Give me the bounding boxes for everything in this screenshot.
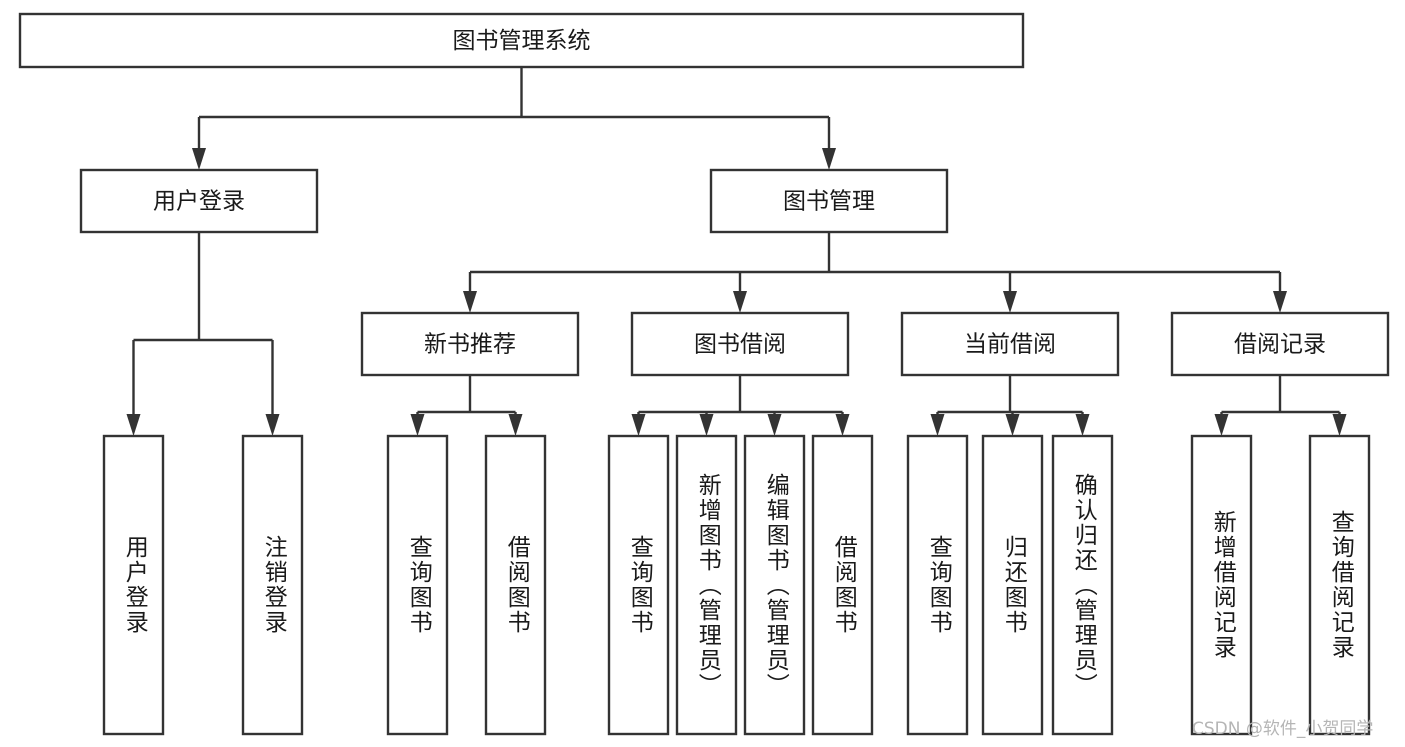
arrowhead-leaf-confirm-return: [1075, 414, 1090, 436]
arrowhead-leaf-query-book-2: [631, 414, 646, 436]
arrowhead-new-book-recommend: [463, 291, 477, 313]
node-label-borrow-records: 借阅记录: [1234, 332, 1326, 358]
arrowhead-leaf-borrow-book-2: [835, 414, 850, 436]
node-leaf-return-book[interactable]: [981, 434, 1044, 736]
node-label-new-book-recommend: 新书推荐: [424, 332, 516, 358]
arrowhead-book-management: [822, 148, 836, 170]
node-leaf-borrow-book-2[interactable]: [811, 434, 874, 736]
node-borrow-records[interactable]: [1170, 311, 1390, 377]
arrowhead-leaf-user-login: [126, 414, 141, 436]
node-label-book-borrow: 图书借阅: [694, 332, 786, 358]
arrowhead-book-borrow: [733, 291, 747, 313]
node-label-book-management: 图书管理: [783, 189, 875, 215]
node-book-borrow[interactable]: [630, 311, 850, 377]
arrowhead-leaf-query-borrow-record: [1332, 414, 1347, 436]
arrowhead-leaf-query-book-3: [930, 414, 945, 436]
node-leaf-edit-book[interactable]: [743, 434, 806, 736]
node-leaf-confirm-return[interactable]: [1051, 434, 1114, 736]
node-leaf-query-book-3[interactable]: [906, 434, 969, 736]
node-leaf-logout[interactable]: [241, 434, 304, 736]
node-leaf-add-borrow-record[interactable]: [1190, 434, 1253, 736]
node-label-current-borrow: 当前借阅: [964, 332, 1056, 358]
node-box-layer: [18, 12, 1390, 736]
node-leaf-query-book-1[interactable]: [386, 434, 449, 736]
arrowhead-current-borrow: [1003, 291, 1017, 313]
node-leaf-borrow-book-1[interactable]: [484, 434, 547, 736]
node-leaf-add-book[interactable]: [675, 434, 738, 736]
node-new-book-recommend[interactable]: [360, 311, 580, 377]
arrowhead-leaf-query-book-1: [410, 414, 425, 436]
node-leaf-user-login[interactable]: [102, 434, 165, 736]
node-leaf-query-borrow-record[interactable]: [1308, 434, 1371, 736]
arrowhead-leaf-return-book: [1005, 414, 1020, 436]
node-user-login[interactable]: [79, 168, 319, 234]
node-label-user-login: 用户登录: [153, 189, 245, 215]
arrowhead-leaf-borrow-book-1: [508, 414, 523, 436]
node-root[interactable]: [18, 12, 1025, 69]
arrowhead-leaf-logout: [265, 414, 280, 436]
arrowhead-leaf-add-book: [699, 414, 714, 436]
arrowhead-borrow-records: [1273, 291, 1287, 313]
arrowhead-leaf-edit-book: [767, 414, 782, 436]
arrowhead-user-login: [192, 148, 206, 170]
connector-layer: [126, 67, 1347, 436]
node-current-borrow[interactable]: [900, 311, 1120, 377]
node-book-management[interactable]: [709, 168, 949, 234]
node-label-root: 图书管理系统: [453, 28, 591, 54]
csdn-watermark: CSDN @软件_小贺同学: [1192, 719, 1374, 739]
arrowhead-leaf-add-borrow-record: [1214, 414, 1229, 436]
node-leaf-query-book-2[interactable]: [607, 434, 670, 736]
